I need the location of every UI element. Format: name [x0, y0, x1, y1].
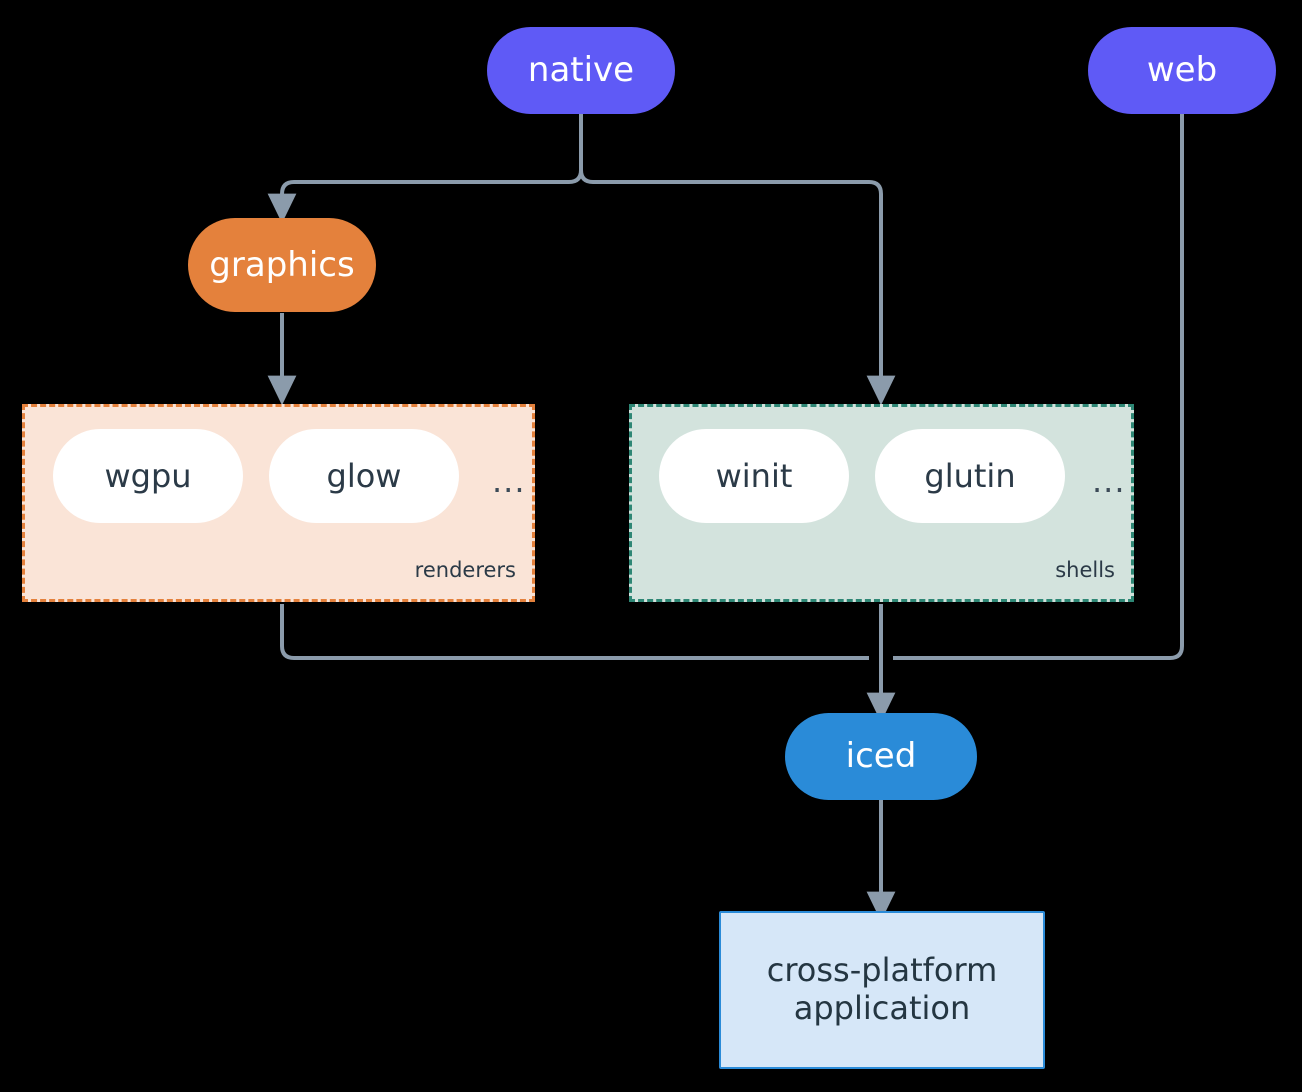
leaf-glutin-label: glutin: [924, 457, 1016, 495]
leaf-wgpu-label: wgpu: [104, 457, 192, 495]
node-application[interactable]: cross-platform application: [719, 911, 1045, 1069]
cluster-renderers: wgpu glow ... renderers: [22, 404, 535, 602]
leaf-wgpu[interactable]: wgpu: [53, 429, 243, 523]
node-web-label: web: [1146, 50, 1218, 91]
edge-native-to-graphics: [267, 169, 583, 224]
node-application-label-line2: application: [793, 989, 971, 1027]
cluster-shells-label: shells: [1055, 558, 1115, 582]
shells-overflow-ellipsis: ...: [1092, 462, 1126, 500]
edge-native-to-shells: [579, 169, 896, 406]
node-graphics-label: graphics: [209, 244, 355, 285]
edge-renderers-to-iced: [280, 604, 869, 660]
renderers-overflow-ellipsis: ...: [492, 462, 526, 500]
node-iced[interactable]: iced: [785, 713, 977, 800]
node-application-label-line1: cross-platform: [766, 951, 998, 990]
node-graphics[interactable]: graphics: [188, 218, 376, 312]
node-web[interactable]: web: [1088, 27, 1276, 114]
node-native[interactable]: native: [487, 27, 675, 114]
leaf-glow-label: glow: [326, 457, 402, 495]
leaf-winit-label: winit: [715, 457, 793, 495]
leaf-glow[interactable]: glow: [269, 429, 459, 523]
leaf-winit[interactable]: winit: [659, 429, 849, 523]
leaf-glutin[interactable]: glutin: [875, 429, 1065, 523]
cluster-shells: winit glutin ... shells: [629, 404, 1134, 602]
node-native-label: native: [527, 50, 635, 91]
cluster-renderers-label: renderers: [414, 558, 516, 582]
node-iced-label: iced: [845, 736, 917, 777]
